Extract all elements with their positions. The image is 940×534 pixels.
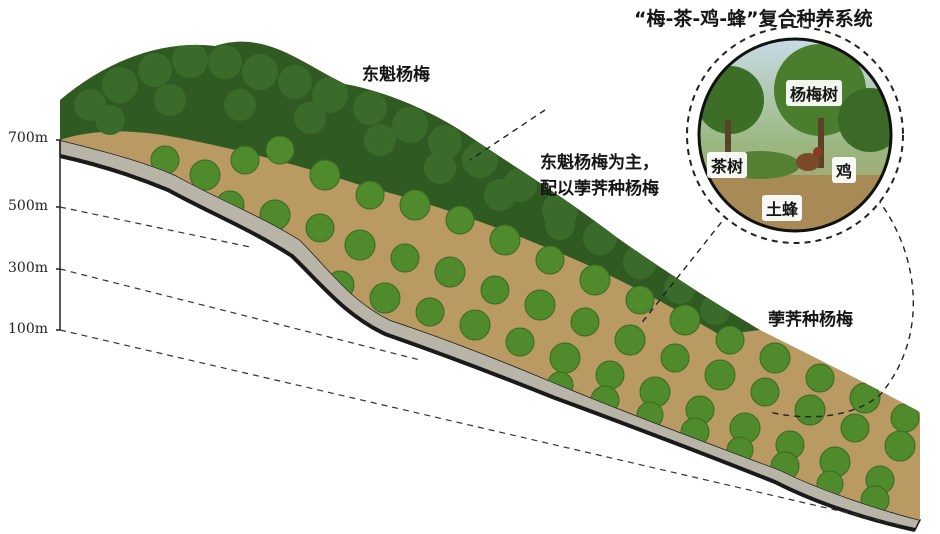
altitude-label-100: 100m	[8, 321, 48, 337]
altitude-label-300: 300m	[8, 260, 48, 276]
middle-zone-label-line2: 配以荸荠种杨梅	[540, 179, 659, 199]
inset-label-chicken: 鸡	[832, 157, 857, 183]
middle-zone-label-line1: 东魁杨梅为主，	[540, 153, 659, 173]
inset-label-bee: 土蜂	[762, 195, 803, 221]
diagram-title: “梅-茶-鸡-蜂”复合种养系统	[634, 8, 873, 30]
inset-label-tea: 茶树	[707, 152, 748, 178]
altitude-label-700: 700m	[8, 130, 48, 146]
slope-bottom-edge	[59, 154, 916, 532]
inset-label-bayberry-tree: 杨梅树	[786, 80, 843, 106]
upper-zone-label: 东魁杨梅	[362, 65, 430, 85]
forest-canopy	[74, 42, 730, 325]
leader-lines	[469, 109, 915, 418]
lower-zone-label: 荸荠种杨梅	[768, 310, 853, 330]
altitude-ticks	[56, 139, 60, 331]
inset-frame-inner	[697, 37, 893, 233]
altitude-label-500: 500m	[8, 198, 48, 214]
contour-lines	[59, 206, 901, 526]
